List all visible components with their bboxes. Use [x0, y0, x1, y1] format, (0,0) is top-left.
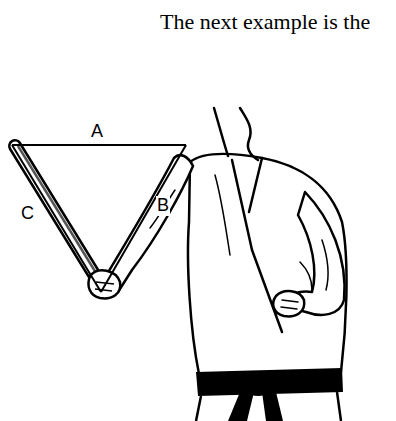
side-letter: A	[90, 122, 104, 142]
side-letter: C	[20, 204, 35, 224]
body-text: The next example is the	[160, 10, 370, 34]
side-letter: B	[156, 196, 170, 216]
